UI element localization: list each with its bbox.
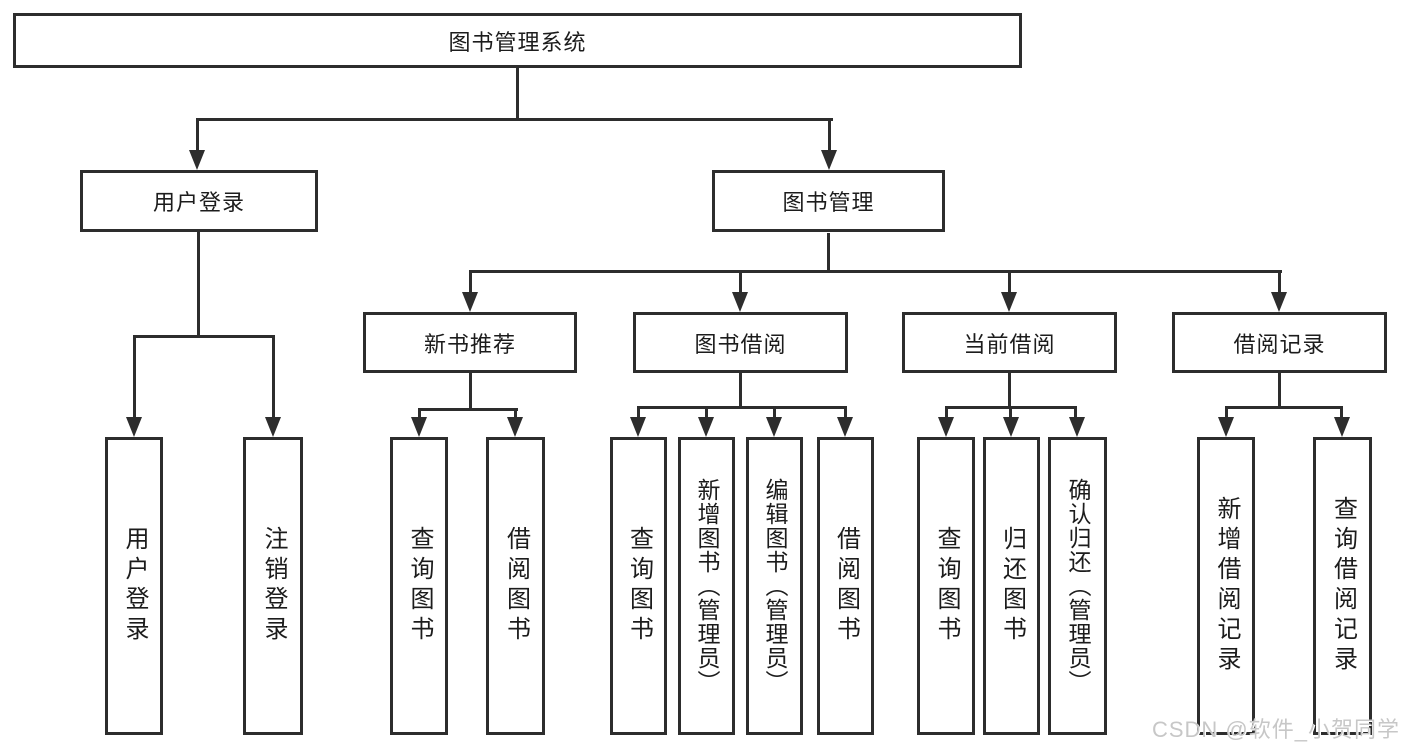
node-label: 查询图书 [933, 526, 960, 646]
node-label: 用户登录 [121, 526, 148, 646]
arrowhead-down-icon [1003, 417, 1019, 437]
connector-line [196, 118, 199, 152]
leaf-node-query-borrow-record: 查询借阅记录 [1313, 437, 1372, 735]
node-label: 查询图书 [625, 526, 653, 646]
node-label: 图书管理系统 [448, 29, 587, 55]
arrowhead-down-icon [766, 417, 782, 437]
leaf-node-confirm-return-admin: 确认归还（管理员） [1048, 437, 1107, 735]
node-borrow-records: 借阅记录 [1172, 312, 1387, 373]
connector-line [418, 408, 421, 419]
arrowhead-down-icon [1334, 417, 1350, 437]
connector-line [514, 408, 517, 419]
leaf-node-user-login: 用户登录 [105, 437, 163, 735]
arrowhead-down-icon [938, 417, 954, 437]
connector-line [1008, 373, 1011, 408]
leaf-node-return-books: 归还图书 [983, 437, 1040, 735]
connector-line [844, 406, 847, 419]
node-book-borrow: 图书借阅 [633, 312, 848, 373]
connector-line [196, 118, 833, 121]
arrowhead-down-icon [507, 417, 523, 437]
node-label: 确认归还（管理员） [1065, 478, 1091, 694]
node-label: 借阅图书 [832, 526, 860, 646]
connector-line [773, 406, 776, 419]
leaf-node-logout: 注销登录 [243, 437, 303, 735]
node-label: 图书管理 [782, 190, 875, 215]
arrowhead-down-icon [189, 150, 205, 170]
arrowhead-down-icon [837, 417, 853, 437]
arrowhead-down-icon [732, 292, 748, 312]
connector-line [739, 270, 742, 294]
node-book-management: 图书管理 [712, 170, 945, 232]
connector-line [1278, 373, 1281, 408]
node-library-system: 图书管理系统 [13, 13, 1022, 68]
leaf-node-borrow-books: 借阅图书 [817, 437, 874, 735]
leaf-node-add-books-admin: 新增图书（管理员） [678, 437, 735, 735]
connector-line [637, 406, 640, 419]
leaf-node-query-books: 查询图书 [390, 437, 448, 735]
connector-line [1225, 406, 1228, 419]
connector-line [469, 270, 472, 294]
leaf-node-borrow-books: 借阅图书 [486, 437, 545, 735]
connector-line [828, 118, 831, 152]
node-user-login: 用户登录 [80, 170, 318, 232]
node-label: 查询图书 [406, 526, 433, 646]
csdn-watermark: CSDN @软件_小贺同学 [1151, 717, 1400, 742]
arrowhead-down-icon [1271, 292, 1287, 312]
connector-line [1009, 406, 1012, 419]
leaf-node-query-books: 查询图书 [917, 437, 975, 735]
node-label: 借阅记录 [1233, 331, 1326, 357]
connector-line [516, 68, 519, 120]
node-label: 归还图书 [998, 526, 1026, 646]
node-label: 借阅图书 [502, 526, 530, 646]
node-label: 用户登录 [152, 190, 245, 215]
node-new-book-recommend: 新书推荐 [363, 312, 577, 373]
connector-line [1278, 270, 1281, 294]
arrowhead-down-icon [462, 292, 478, 312]
connector-line [827, 233, 830, 272]
node-label: 图书借阅 [694, 331, 787, 357]
arrowhead-down-icon [1218, 417, 1234, 437]
node-label: 注销登录 [260, 526, 287, 646]
node-label: 查询借阅记录 [1329, 496, 1357, 676]
connector-line [197, 232, 200, 337]
connector-line [133, 335, 136, 417]
arrowhead-down-icon [1069, 417, 1085, 437]
connector-line [469, 270, 1282, 273]
arrowhead-down-icon [630, 417, 646, 437]
connector-line [1225, 406, 1343, 409]
arrowhead-down-icon [411, 417, 427, 437]
node-label: 新增图书（管理员） [694, 478, 720, 694]
node-label: 新书推荐 [423, 331, 516, 357]
connector-line [637, 406, 846, 409]
connector-line [1008, 270, 1011, 294]
leaf-node-add-borrow-record: 新增借阅记录 [1197, 437, 1255, 735]
node-label: 编辑图书（管理员） [762, 478, 788, 694]
connector-line [705, 406, 708, 419]
connector-line [418, 408, 518, 411]
arrowhead-down-icon [821, 150, 837, 170]
connector-line [272, 335, 275, 417]
connector-line [469, 373, 472, 410]
node-label: 新增借阅记录 [1213, 496, 1240, 676]
connector-line [739, 373, 742, 408]
leaf-node-edit-books-admin: 编辑图书（管理员） [746, 437, 803, 735]
arrowhead-down-icon [265, 417, 281, 437]
connector-line [945, 406, 948, 419]
connector-line [133, 335, 275, 338]
arrowhead-down-icon [1001, 292, 1017, 312]
arrowhead-down-icon [126, 417, 142, 437]
node-current-borrow: 当前借阅 [902, 312, 1117, 373]
connector-line [1340, 406, 1343, 419]
node-label: 当前借阅 [963, 331, 1056, 357]
connector-line [1074, 406, 1077, 419]
arrowhead-down-icon [698, 417, 714, 437]
leaf-node-query-books: 查询图书 [610, 437, 667, 735]
